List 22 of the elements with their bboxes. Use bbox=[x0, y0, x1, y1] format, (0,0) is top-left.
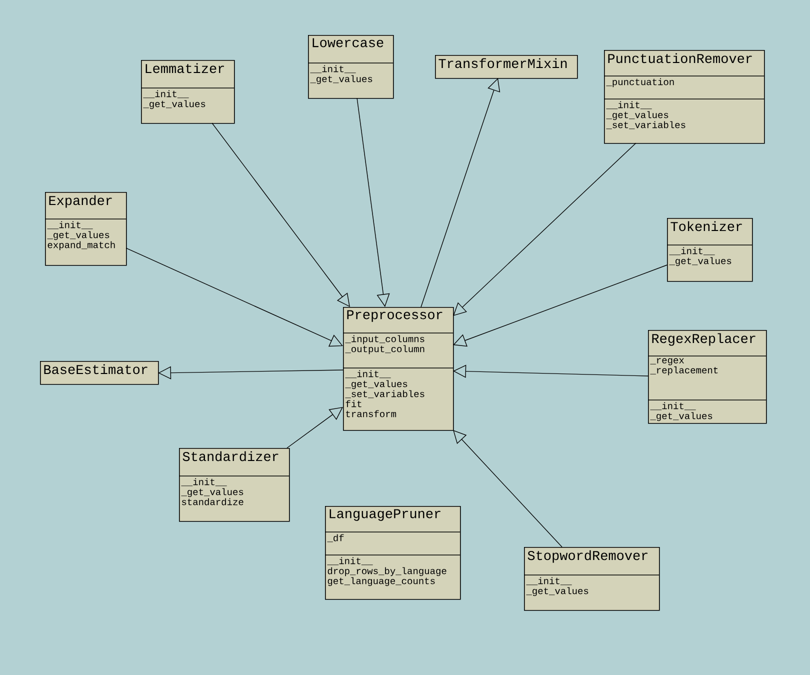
inheritance-arrow bbox=[453, 142, 636, 316]
class-box: TransformerMixin bbox=[435, 55, 578, 79]
class-box: Tokenizer __init__ _get_values bbox=[666, 218, 753, 282]
inheritance-arrow bbox=[420, 78, 500, 308]
class-box: BaseEstimator bbox=[40, 361, 159, 385]
inheritance-arrow bbox=[453, 364, 648, 378]
class-box: Lemmatizer __init__ _get_values bbox=[140, 60, 235, 124]
inheritance-arrow bbox=[126, 248, 343, 347]
inheritance-arrow bbox=[212, 122, 350, 307]
class-box: Preprocessor _input_columns _output_column __init__ _get_values _set_variables fit transform bbox=[342, 307, 454, 431]
class-box: PunctuationRemover _punctuation __init__ _get_values _set_variables bbox=[604, 50, 765, 144]
class-box: Expander __init__ _get_values expand_match bbox=[44, 192, 127, 266]
class-box: Standardizer __init__ _get_values standardize bbox=[178, 448, 290, 522]
class-box: StopwordRemover __init__ _get_values bbox=[524, 547, 660, 611]
inheritance-arrow bbox=[453, 430, 562, 548]
class-box: RegexReplacer _regex _replacement __init__ _get_values bbox=[648, 330, 767, 424]
class-box: Lowercase __init__ _get_values bbox=[308, 35, 394, 99]
inheritance-arrow bbox=[356, 98, 390, 307]
inheritance-arrow bbox=[286, 407, 343, 448]
class-box: LanguagePruner _df __init__ drop_rows_by_language get_language_counts bbox=[324, 506, 461, 600]
inheritance-arrow bbox=[453, 264, 668, 347]
inheritance-arrow bbox=[158, 366, 344, 380]
